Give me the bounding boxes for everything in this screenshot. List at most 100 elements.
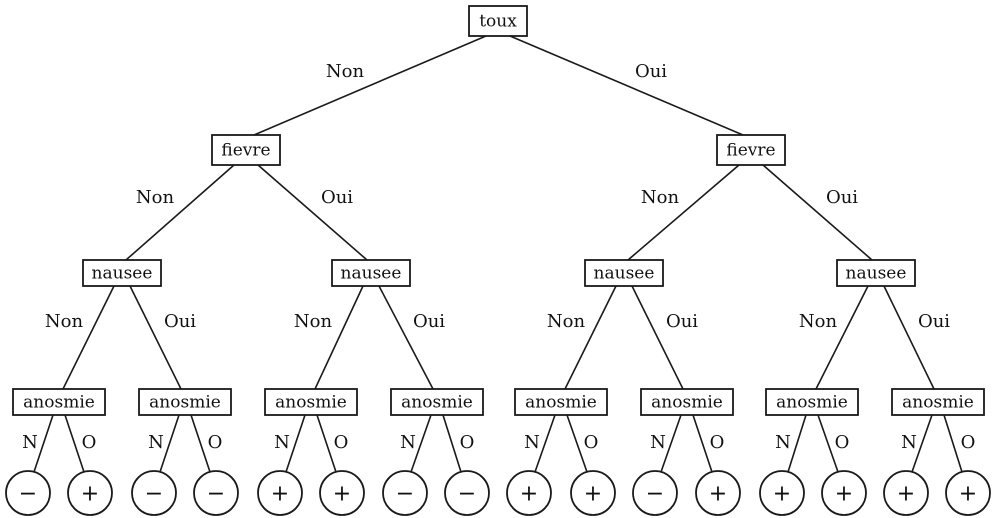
edge-label-yes: Oui (666, 311, 698, 332)
edge-l1-yes (762, 164, 873, 261)
edge-root-no (253, 35, 487, 136)
edge-l3-yes (64, 414, 85, 473)
node-fievre: fievre (716, 134, 786, 166)
node-anosmie-label: anosmie (401, 393, 473, 413)
node-nausee-label: nausee (341, 264, 402, 284)
node-anosmie: anosmie (138, 388, 232, 416)
edge-l1-no (125, 164, 235, 261)
node-fievre-label: fievre (221, 141, 270, 161)
edge-label-n: N (901, 432, 917, 453)
edge-l2-yes (129, 285, 182, 390)
leaf-node: − (444, 470, 490, 516)
edge-l3-no (33, 414, 54, 473)
leaf-node: + (883, 470, 929, 516)
node-box (12, 388, 106, 416)
node-anosmie-label: anosmie (651, 393, 723, 413)
tree-edges (33, 35, 963, 473)
leaf-symbol: + (959, 482, 977, 507)
leaf-symbol: + (520, 482, 538, 507)
node-box (584, 259, 664, 287)
node-box (468, 5, 528, 37)
leaf-symbol: − (207, 482, 225, 507)
edge-label-o: O (82, 432, 97, 453)
node-box (211, 134, 281, 166)
leaf-symbol: − (458, 482, 476, 507)
edge-label-o: O (460, 432, 475, 453)
edge-label-yes: Oui (321, 187, 353, 208)
leaf-symbol: − (646, 482, 664, 507)
leaf-node: − (131, 470, 177, 516)
leaf-node: + (945, 470, 991, 516)
edge-label-o: O (835, 432, 850, 453)
edge-label-n: N (650, 432, 666, 453)
tree-leaves: −+−−++−−++−+++++ (5, 470, 991, 516)
leaf-circle (444, 470, 490, 516)
node-box (82, 259, 162, 287)
leaf-circle (193, 470, 239, 516)
node-nausee: nausee (331, 259, 411, 287)
leaf-symbol: + (709, 482, 727, 507)
edge-label-o: O (710, 432, 725, 453)
leaf-symbol: + (333, 482, 351, 507)
leaf-circle (695, 470, 741, 516)
leaf-node: + (257, 470, 303, 516)
leaf-symbol: + (773, 482, 791, 507)
leaf-circle (319, 470, 365, 516)
edge-label-no: Non (136, 187, 175, 208)
edge-label-yes: Oui (164, 311, 196, 332)
leaf-circle (632, 470, 678, 516)
node-fievre: fievre (211, 134, 281, 166)
edge-label-n: N (400, 432, 416, 453)
edge-l1-yes (257, 164, 368, 261)
edge-label-o: O (584, 432, 599, 453)
edge-l3-no (159, 414, 180, 473)
leaf-symbol: − (19, 482, 37, 507)
leaf-symbol: + (271, 482, 289, 507)
edge-root-yes (509, 35, 744, 136)
edge-l2-yes (883, 285, 935, 390)
node-anosmie: anosmie (390, 388, 484, 416)
edge-label-o: O (961, 432, 976, 453)
node-box (264, 388, 358, 416)
leaf-circle (131, 470, 177, 516)
edge-l3-no (534, 414, 556, 473)
leaf-symbol: + (81, 482, 99, 507)
edge-l3-yes (817, 414, 839, 473)
leaf-node: − (632, 470, 678, 516)
edge-label-n: N (775, 432, 791, 453)
edge-l2-no (564, 285, 617, 390)
edge-l3-yes (692, 414, 713, 473)
node-toux-label: toux (479, 12, 517, 32)
leaf-node: + (821, 470, 867, 516)
node-nausee-label: nausee (594, 264, 655, 284)
leaf-node: − (193, 470, 239, 516)
node-box (716, 134, 786, 166)
leaf-node: + (695, 470, 741, 516)
node-box (331, 259, 411, 287)
node-anosmie: anosmie (264, 388, 358, 416)
edge-label-yes: Oui (918, 311, 950, 332)
edge-l3-no (285, 414, 306, 473)
edge-l2-no (314, 285, 364, 390)
node-box (891, 388, 985, 416)
edge-label-no: Non (326, 61, 365, 82)
leaf-symbol: + (897, 482, 915, 507)
edge-label-no: Non (799, 311, 838, 332)
edge-label-o: O (208, 432, 223, 453)
leaf-circle (506, 470, 552, 516)
node-box (765, 388, 859, 416)
leaf-node: + (759, 470, 805, 516)
leaf-symbol: + (835, 482, 853, 507)
node-anosmie: anosmie (891, 388, 985, 416)
leaf-circle (67, 470, 113, 516)
leaf-node: + (570, 470, 616, 516)
node-anosmie-label: anosmie (23, 393, 95, 413)
node-anosmie-label: anosmie (149, 393, 221, 413)
leaf-circle (5, 470, 51, 516)
node-anosmie: anosmie (640, 388, 734, 416)
leaf-circle (945, 470, 991, 516)
leaf-circle (382, 470, 428, 516)
node-anosmie: anosmie (12, 388, 106, 416)
